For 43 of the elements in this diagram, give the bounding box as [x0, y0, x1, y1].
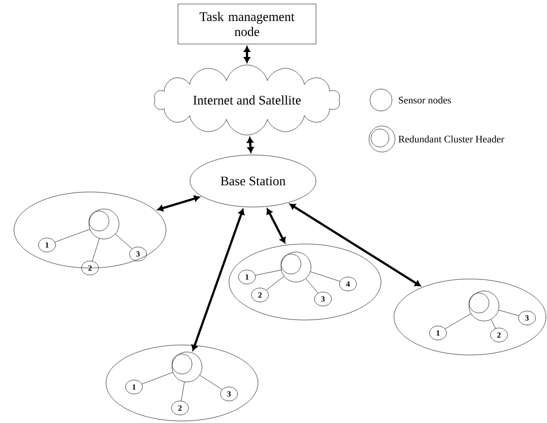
cluster-header-circle — [468, 290, 500, 322]
sensor-node: 3 — [220, 386, 238, 402]
cluster-ellipse — [394, 278, 546, 356]
arrow — [157, 195, 200, 212]
connector-line — [266, 276, 284, 290]
sensor-node: 2 — [81, 260, 99, 276]
connector-line — [444, 313, 472, 330]
cluster-header-circle — [172, 352, 202, 382]
cluster-header-circle — [88, 208, 120, 240]
connector-line — [310, 272, 340, 282]
sensor-node: 4 — [339, 276, 357, 292]
sensor-node: 2 — [490, 328, 508, 342]
arrow — [247, 137, 254, 153]
legend-text: Sensor nodes — [398, 96, 451, 104]
connector-line — [54, 229, 90, 242]
sensor-node: 1 — [38, 238, 56, 252]
cluster-header-circle — [280, 252, 312, 282]
sensor-node: 1 — [125, 380, 143, 394]
connector-line — [306, 278, 318, 294]
connector-line — [142, 372, 173, 384]
connector-line — [115, 234, 132, 249]
connector-line — [181, 382, 185, 402]
sensor-node: 1 — [238, 270, 256, 284]
connector-line — [490, 319, 496, 329]
cluster-ellipse — [228, 244, 382, 320]
connector-line — [92, 238, 100, 262]
sensor-node: 2 — [171, 400, 189, 416]
arrow — [266, 208, 286, 244]
arrow — [290, 204, 421, 286]
sensor-node: 3 — [314, 292, 332, 306]
sensor-node: 3 — [518, 310, 536, 326]
sensor-node: 2 — [251, 288, 269, 302]
arrow — [244, 46, 250, 63]
task-box: Task management node — [178, 4, 316, 44]
arrow — [191, 208, 244, 351]
sensor-node: 3 — [129, 246, 147, 262]
connector-line — [200, 375, 222, 390]
sensor-node: 1 — [429, 326, 447, 340]
connector-line — [255, 270, 282, 276]
network-cloud: Internet and Satellite — [154, 64, 340, 136]
cluster-ellipse — [106, 344, 258, 422]
legend-text: Redundant Cluster Header — [398, 135, 504, 142]
connector-line — [498, 310, 519, 316]
